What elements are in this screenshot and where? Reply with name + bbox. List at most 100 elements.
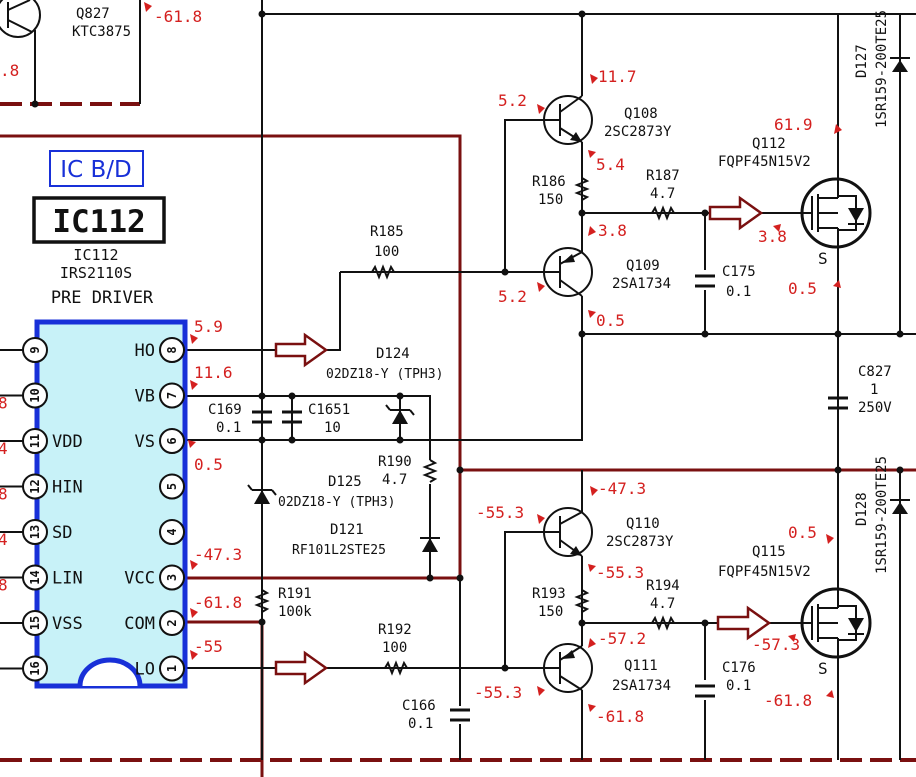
voltage-q115-s: -61.8 xyxy=(764,691,812,710)
c175-ref: C175 xyxy=(722,264,756,280)
voltage-q110-c: -47.3 xyxy=(598,479,646,498)
d127-ref: D127 xyxy=(854,44,870,78)
q115-mosfet xyxy=(800,587,872,659)
c827-val: 1 xyxy=(870,382,878,398)
d121-ref: D121 xyxy=(330,522,364,538)
c169-capacitor xyxy=(252,410,272,424)
r185-val: 100 xyxy=(374,244,399,260)
ic-desc: PRE DRIVER xyxy=(51,288,154,308)
q827-ref: Q827 xyxy=(76,6,110,22)
voltage-q827-b: -61.8 xyxy=(154,7,202,26)
ic-pin-circle xyxy=(22,473,48,500)
q112-mosfet xyxy=(800,177,872,249)
voltage-q109-e: 3.8 xyxy=(598,221,627,240)
r194-resistor xyxy=(651,615,675,631)
ic-pin-circle xyxy=(22,564,48,591)
ic-pin-circle xyxy=(159,382,185,409)
r186-resistor xyxy=(574,177,590,201)
d124-zener xyxy=(385,404,415,424)
d125-part: 02DZ18-Y (TPH3) xyxy=(278,495,395,510)
voltage-vb: 11.6 xyxy=(194,363,233,382)
voltage-q108-e: 5.4 xyxy=(596,155,625,174)
ic-sub-ref: IC112 xyxy=(73,246,118,264)
d128-ref: D128 xyxy=(854,492,870,526)
ic-tag-box xyxy=(49,150,144,187)
d127-diode xyxy=(890,57,910,72)
r192-val: 100 xyxy=(382,640,407,656)
q112-part: FQPF45N15V2 xyxy=(718,154,811,170)
c1651-val: 10 xyxy=(324,420,341,436)
voltage-q111-e: -57.2 xyxy=(598,629,646,648)
c176-val: 0.1 xyxy=(726,678,751,694)
r190-resistor xyxy=(422,459,438,483)
ic-pin-number: 6 xyxy=(165,437,179,444)
ic-pin-circle xyxy=(159,428,185,454)
q109-part: 2SA1734 xyxy=(612,276,671,292)
ic-left-edge-voltage: 8 xyxy=(0,484,8,503)
c176-ref: C176 xyxy=(722,660,756,676)
ic-pin-label: COM xyxy=(124,614,155,634)
q115-ref: Q115 xyxy=(752,544,786,560)
q110-ref: Q110 xyxy=(626,516,660,532)
ic-ref: IC112 xyxy=(52,204,145,240)
r194-ref: R194 xyxy=(646,578,680,594)
ic-pin-circle xyxy=(22,428,48,454)
ic-pin-5: 5 xyxy=(159,473,185,500)
ic-pin-number: 7 xyxy=(165,392,179,399)
q115-part: FQPF45N15V2 xyxy=(718,564,811,580)
q111-part: 2SA1734 xyxy=(612,678,671,694)
ic112-notch xyxy=(77,657,143,687)
q827-wires xyxy=(34,0,141,104)
ic-pin-circle xyxy=(159,337,185,363)
r193-val: 150 xyxy=(538,604,563,620)
q112-ref: Q112 xyxy=(752,136,786,152)
ic-pin-16: 16 xyxy=(0,655,48,682)
ic-pin-label: VDD xyxy=(52,432,83,452)
ic-pin-number: 10 xyxy=(28,388,42,402)
c1651-capacitor xyxy=(282,410,302,424)
ic-ref-box xyxy=(32,196,166,244)
ic-pin-10: 10 xyxy=(0,382,48,409)
r185-ref: R185 xyxy=(370,224,404,240)
c169-c1651-wire xyxy=(261,396,293,440)
ic-pin-circle xyxy=(159,564,185,591)
ic-pin-number: 11 xyxy=(28,434,42,448)
ic-pin-11: 11 VDD xyxy=(0,428,83,454)
ic-pin-label: LO xyxy=(135,660,155,680)
r186-ref: R186 xyxy=(532,174,566,190)
d125-ref: D125 xyxy=(328,474,362,490)
c1651-ref: C1651 xyxy=(308,402,350,418)
d121-diode xyxy=(420,537,440,552)
voltage-q109-c: 0.5 xyxy=(596,311,625,330)
q111-ref: Q111 xyxy=(624,658,658,674)
voltage-q112-d: 61.9 xyxy=(774,115,813,134)
ic-pin-number: 13 xyxy=(28,525,42,539)
upper-gate-arrow xyxy=(708,195,764,231)
ic-pin-number: 5 xyxy=(165,483,179,490)
ic-pin-number: 14 xyxy=(28,570,42,584)
voltage-q111-b: -55.3 xyxy=(474,683,522,702)
r185-resistor xyxy=(371,264,395,280)
r191-val: 100k xyxy=(278,604,312,620)
ic-pin-number: 12 xyxy=(28,479,42,493)
ic-pin-1: 1LO xyxy=(135,655,185,682)
ic-pin-circle xyxy=(159,610,185,636)
r186-val: 150 xyxy=(538,192,563,208)
ic-pin-number: 16 xyxy=(28,661,42,675)
ic-pin-7: 7VB xyxy=(135,382,185,409)
q827-part: KTC3875 xyxy=(72,24,131,40)
vb-wire xyxy=(185,395,431,460)
voltage-q112-s: 0.5 xyxy=(788,279,817,298)
c827-capacitor xyxy=(828,396,848,410)
d124-ref: D124 xyxy=(376,346,410,362)
voltage-q110-b: -55.3 xyxy=(476,503,524,522)
q115-source-pin: S xyxy=(818,659,828,678)
q108-q109-base-wire xyxy=(504,119,548,273)
voltage-q115-d: 0.5 xyxy=(788,523,817,542)
ic-pin-label: HIN xyxy=(52,478,83,498)
ic-pin-circle xyxy=(159,519,185,545)
r192-ref: R192 xyxy=(378,622,412,638)
c175-val: 0.1 xyxy=(726,284,751,300)
